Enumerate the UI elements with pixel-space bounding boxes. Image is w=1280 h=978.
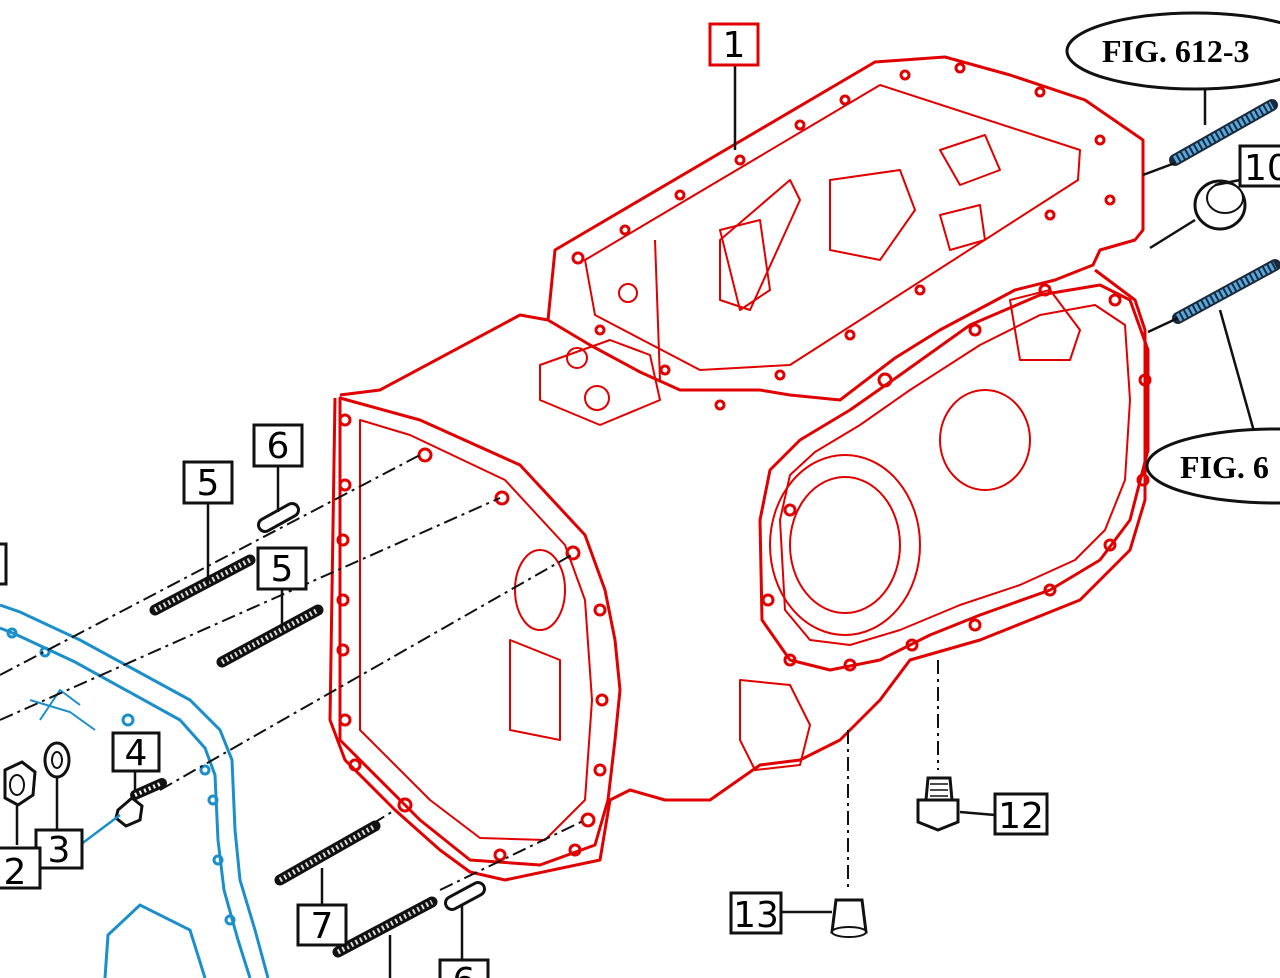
callout-6-lower: 6 xyxy=(438,958,490,978)
fig-ref-right-label: FIG. 6 xyxy=(1180,449,1269,485)
callout-6-upper: 6 xyxy=(252,423,304,468)
plug-13 xyxy=(830,898,868,938)
callout-5-lower: 5 xyxy=(256,546,308,591)
fig-ref-right: FIG. 6 xyxy=(1145,427,1280,505)
callout-12: 12 xyxy=(993,792,1049,837)
callout-12-label: 12 xyxy=(998,796,1044,837)
callout-13-label: 13 xyxy=(733,895,779,936)
blue-stud-upper xyxy=(1169,99,1278,166)
callout-1: 1 xyxy=(708,22,760,67)
callout-partial-left xyxy=(0,542,8,586)
callout-1-label: 1 xyxy=(723,25,746,66)
fig-ref-top-label: FIG. 612-3 xyxy=(1102,33,1250,69)
stud-5-upper xyxy=(149,554,256,616)
fig-ref-top: FIG. 612-3 xyxy=(1065,11,1280,91)
callout-3: 3 xyxy=(34,828,84,871)
callout-10-label: 10 xyxy=(1244,148,1280,189)
callout-5b-label: 5 xyxy=(271,549,294,590)
dowel-pin-6-lower xyxy=(444,881,486,911)
callout-6b-label: 6 xyxy=(453,961,476,978)
callout-13: 13 xyxy=(729,891,783,936)
transmission-housing xyxy=(328,55,1152,882)
washer-3 xyxy=(43,741,71,779)
plug-10 xyxy=(1193,179,1247,231)
drain-plug-12 xyxy=(916,776,960,832)
callout-4: 4 xyxy=(111,731,161,774)
callout-5a-label: 5 xyxy=(197,463,220,504)
nut-2 xyxy=(3,760,37,807)
callout-2-label: 2 xyxy=(4,852,27,893)
leader-lines xyxy=(15,65,1257,978)
callout-7: 7 xyxy=(296,903,348,947)
bolt-4 xyxy=(114,778,167,828)
callout-7-label: 7 xyxy=(311,906,334,947)
callout-6a-label: 6 xyxy=(267,426,290,467)
callout-3-label: 3 xyxy=(48,830,71,871)
callout-5-upper: 5 xyxy=(182,460,234,505)
callout-4-label: 4 xyxy=(125,733,148,774)
front-cover-blue xyxy=(0,603,270,978)
stud-5-lower xyxy=(216,604,324,668)
stud-7-upper xyxy=(274,820,381,886)
dowel-pin-6-upper xyxy=(257,502,300,533)
blue-stud-lower xyxy=(1172,259,1280,324)
callout-2: 2 xyxy=(0,846,42,893)
callout-10: 10 xyxy=(1238,144,1280,189)
stud-7-lower xyxy=(332,896,438,958)
